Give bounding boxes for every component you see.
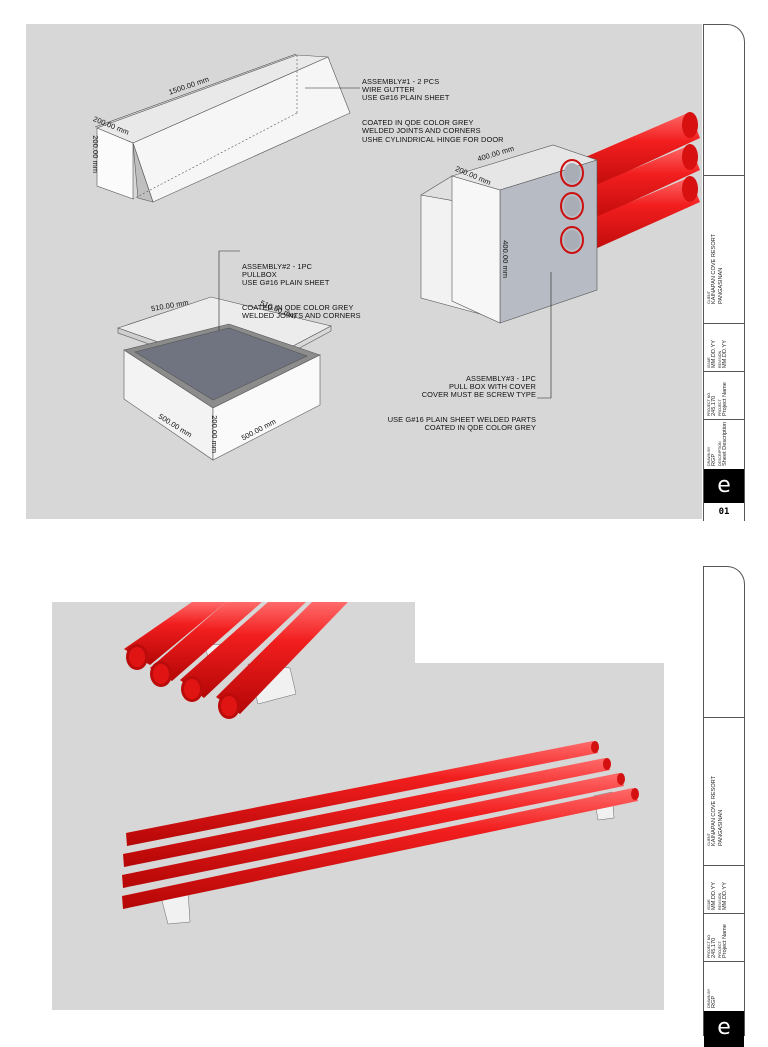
tb-drawn-cell: DRAWN BY RGP DESCRIPTION Sheet Descripti… (704, 419, 744, 469)
tb2-project-cell: PROJECT NO. 245.170 PROJECT Project Name (704, 913, 744, 961)
dim-box-height: 200.00 mm (210, 415, 220, 454)
leader-lines (218, 87, 552, 399)
pullbox-with-cover-model (420, 144, 598, 324)
tb-project-cell: PROJECT NO. 245.170 PROJECT Project Name (704, 371, 744, 419)
drawing-sheet-2: CLIENT KAINAPAN COVE RESORT PANGASINAN I… (0, 548, 768, 1047)
sheet2-viewport (52, 602, 664, 1010)
drawing-sheet-1: 1500.00 mm 200.00 mm 200.00 mm 510.00 mm… (26, 24, 745, 521)
tb2-issue-cell: ISSUE MM.DD.YY REVISION MM.DD.YY (704, 865, 744, 913)
dim-gutter-height: 200.00 mm (91, 135, 101, 174)
sheet1-drawing (26, 24, 702, 519)
sheet-number: 01 (704, 503, 744, 521)
upper-pipes-group (124, 602, 348, 719)
gutter-dim-line (94, 53, 297, 128)
firm-logo-sheet2: e (704, 1011, 744, 1047)
tb2-client-cell: CLIENT KAINAPAN COVE RESORT PANGASINAN (704, 717, 744, 865)
firm-logo: e (704, 469, 744, 505)
title-block-sheet2: CLIENT KAINAPAN COVE RESORT PANGASINAN I… (703, 566, 745, 1047)
sheet2-drawing (52, 602, 664, 1010)
tb-issue-cell: ISSUE MM.DD.YY REVISION MM.DD.YY (704, 323, 744, 371)
title-block-sheet1: CLIENT KAINAPAN COVE RESORT PANGASINAN I… (703, 24, 745, 521)
wire-gutter-model (96, 54, 351, 203)
dim-pb-height: 400.00 mm (501, 240, 511, 279)
lower-pipes-group (122, 741, 639, 925)
tb2-drawn-cell: DRAWN BY RGP (704, 961, 744, 1011)
pullbox-model (117, 296, 332, 461)
tb-client-cell: CLIENT KAINAPAN COVE RESORT PANGASINAN (704, 175, 744, 323)
